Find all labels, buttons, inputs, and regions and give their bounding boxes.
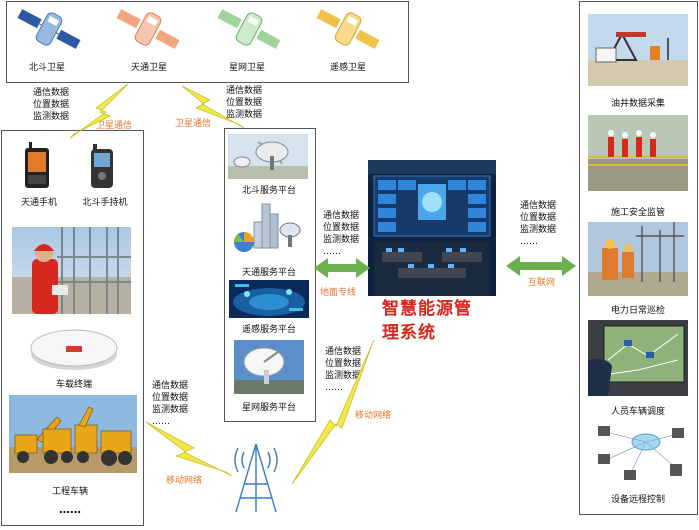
label-engineering-vehicle: 工程车辆	[51, 487, 88, 497]
data-item-dots: ……	[323, 247, 341, 257]
label-vehicle-terminal: 车载终端	[55, 380, 92, 390]
link-label-ground: 地面专线	[320, 288, 357, 298]
data-item-pos: 位置数据	[325, 359, 362, 369]
data-item-comm: 通信数据	[325, 347, 362, 357]
tiantong-platform-image	[230, 200, 306, 260]
system-title-line1: 智慧能源管	[382, 299, 472, 319]
construction-safety-photo	[588, 115, 688, 191]
double-arrow-ground-icon	[314, 258, 370, 278]
data-item-mon: 监测数据	[33, 112, 70, 122]
vehicle-terminal-icon	[29, 326, 119, 372]
satellite-label-beidou: 北斗卫星	[28, 63, 65, 73]
satellite-label-tiantong: 天通卫星	[130, 63, 167, 73]
cell-tower-icon	[234, 443, 278, 513]
data-item-dots: ……	[33, 124, 51, 134]
label-platform-tiantong: 天通服务平台	[241, 268, 296, 278]
satellite-xingwang-icon	[214, 5, 284, 53]
data-item-pos: 位置数据	[33, 100, 70, 110]
data-item-dots: ……	[152, 417, 170, 427]
yaogan-platform-image	[229, 280, 309, 318]
label-platform-yaogan: 遥感服务平台	[241, 325, 296, 335]
remote-control-diagram	[590, 420, 686, 484]
control-center-image	[368, 160, 496, 296]
satellite-label-xingwang: 星网卫星	[228, 63, 265, 73]
data-item-mon: 监测数据	[520, 225, 557, 235]
data-item-pos: 位置数据	[323, 223, 360, 233]
label-beidou-handheld: 北斗手持机	[82, 198, 128, 208]
label-tiantong-phone: 天通手机	[20, 198, 57, 208]
lightning-bolt-icon	[181, 85, 245, 129]
data-item-dots: ……	[520, 237, 538, 247]
data-list-sat-mid: 通信数据 位置数据 监测数据 ……	[226, 85, 262, 133]
dispatch-photo	[588, 320, 688, 396]
link-label-mobile-right: 移动网络	[355, 411, 392, 421]
data-item-pos: 位置数据	[520, 213, 557, 223]
double-arrow-internet-icon	[506, 256, 576, 276]
data-item-comm: 通信数据	[226, 86, 263, 96]
data-item-dots: ……	[325, 383, 343, 393]
label-platform-xingwang: 星网服务平台	[241, 403, 296, 413]
beidou-platform-image	[228, 134, 308, 179]
data-item-pos: 位置数据	[226, 98, 263, 108]
tiantong-phone-icon	[24, 142, 50, 188]
data-item-dots: ……	[226, 122, 244, 132]
link-label-internet: 互联网	[528, 278, 556, 288]
app-label-construction-safety: 施工安全监管	[610, 208, 665, 218]
left-more-dots: ……	[59, 503, 81, 516]
lightning-bolt-icon	[145, 421, 233, 477]
engineering-vehicle-photo	[9, 395, 137, 473]
beidou-handheld-icon	[90, 144, 114, 188]
data-list-sat-left: 通信数据 位置数据 监测数据 ……	[33, 87, 69, 135]
satellite-yaogan-icon	[313, 5, 383, 53]
link-label-mobile-left: 移动网络	[166, 476, 203, 486]
app-label-oil-well: 油井数据采集	[610, 99, 665, 109]
data-item-mon: 监测数据	[323, 235, 360, 245]
worker-photo	[12, 227, 131, 314]
lightning-bolt-icon	[291, 339, 375, 485]
oil-well-photo	[588, 14, 688, 86]
data-item-comm: 通信数据	[33, 88, 70, 98]
data-item-comm: 通信数据	[520, 201, 557, 211]
system-title-line2: 理系统	[382, 323, 436, 343]
app-label-power-inspection: 电力日常巡检	[610, 306, 665, 316]
data-item-mon: 监测数据	[226, 110, 263, 120]
data-item-comm: 通信数据	[152, 381, 189, 391]
lightning-bolt-icon	[69, 83, 129, 139]
app-label-dispatch: 人员车辆调度	[610, 407, 665, 417]
data-item-mon: 监测数据	[325, 371, 362, 381]
satellite-beidou-icon	[14, 5, 84, 53]
satellite-tiantong-icon	[113, 5, 183, 53]
data-item-comm: 通信数据	[323, 211, 360, 221]
data-item-mon: 监测数据	[152, 405, 189, 415]
link-label-sat-mid: 卫星通信	[175, 119, 212, 129]
label-platform-beidou: 北斗服务平台	[241, 186, 296, 196]
data-list-ground: 通信数据 位置数据 监测数据 ……	[323, 210, 359, 258]
data-list-mobile-right: 通信数据 位置数据 监测数据 ……	[325, 346, 361, 394]
app-label-remote-control: 设备远程控制	[610, 495, 665, 505]
link-label-sat-left: 卫星通信	[96, 121, 133, 131]
data-item-pos: 位置数据	[152, 393, 189, 403]
power-inspection-photo	[588, 222, 688, 296]
system-title: 智慧能源管 理系统	[382, 297, 502, 345]
satellite-label-yaogan: 遥感卫星	[329, 63, 366, 73]
xingwang-platform-image	[234, 340, 304, 394]
data-list-internet: 通信数据 位置数据 监测数据 ……	[520, 200, 556, 248]
data-list-mobile-left: 通信数据 位置数据 监测数据 ……	[152, 380, 188, 428]
